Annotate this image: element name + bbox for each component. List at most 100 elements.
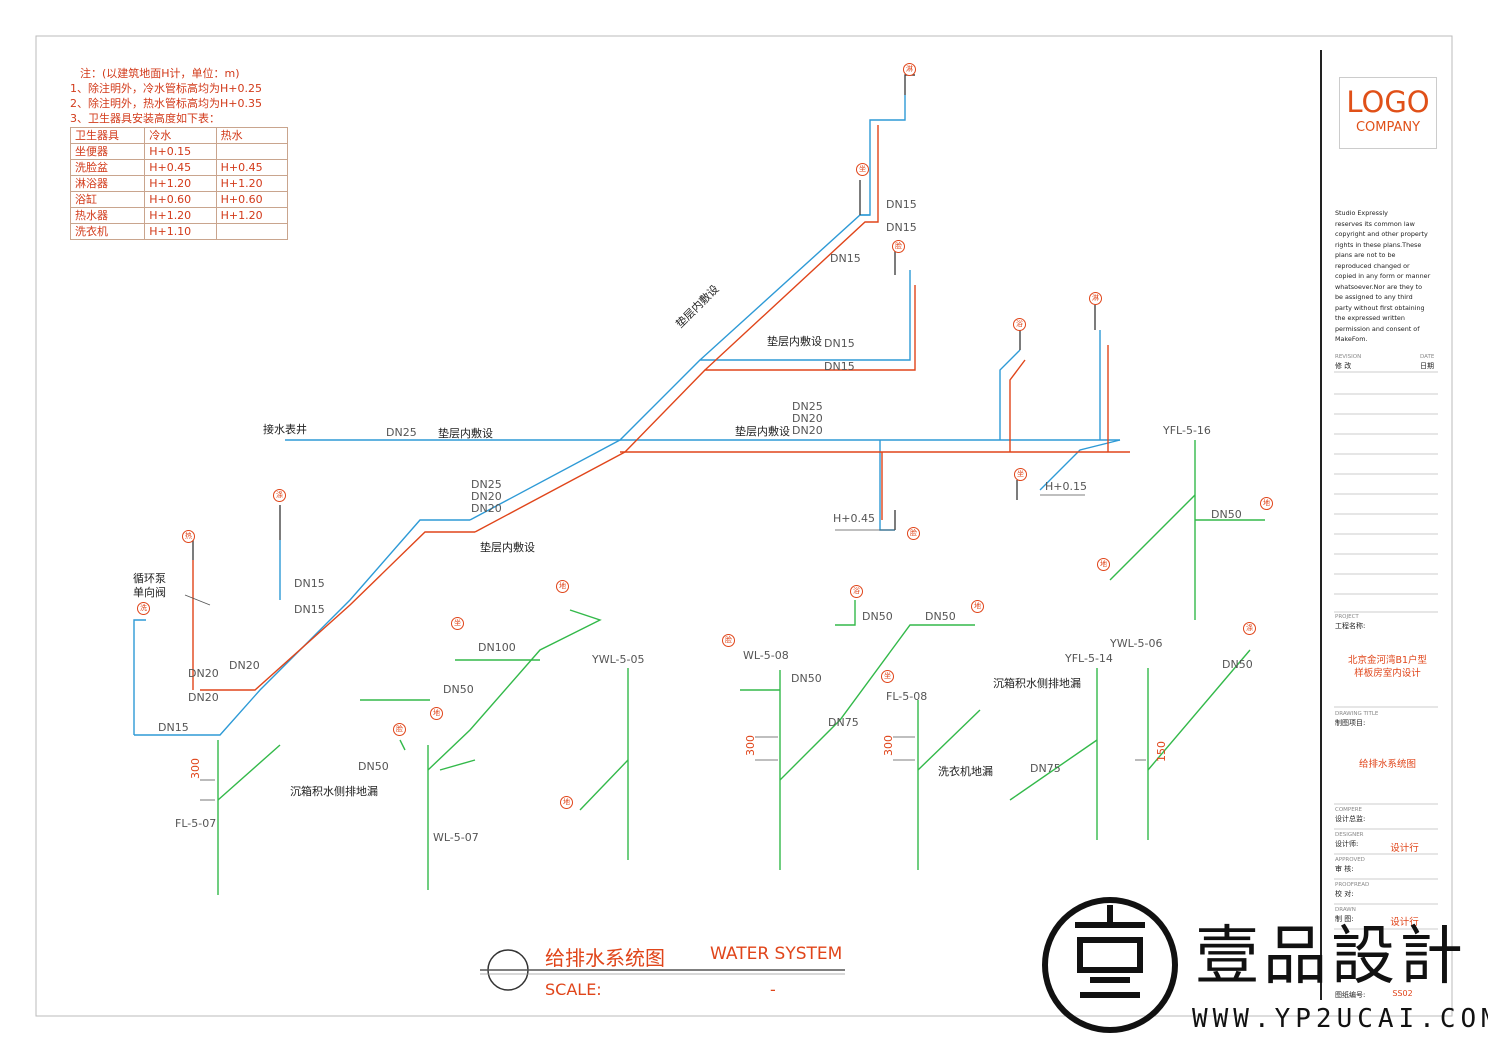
table-cell: H+1.20 xyxy=(144,175,217,192)
drawn-cn: 制 图: xyxy=(1335,915,1354,923)
revision-en: REVISION xyxy=(1335,354,1362,360)
height-label-300: 300 xyxy=(744,735,757,756)
title-block-rules xyxy=(1334,371,1438,930)
compere-cn: 设计总监: xyxy=(1335,815,1366,823)
table-cell: H+0.45 xyxy=(144,159,217,176)
revision-field: REVISION 修 改 xyxy=(1335,354,1361,371)
diameter-label: DN25 xyxy=(471,478,502,491)
floor-drain-icon: 地 xyxy=(1260,497,1273,510)
drawing-title-en: DRAWING TITLE xyxy=(1335,711,1379,717)
drawn-en: DRAWN xyxy=(1335,907,1356,913)
elevation-label-015: H+0.15 xyxy=(1045,480,1087,493)
table-cell: H+1.20 xyxy=(215,207,289,224)
diameter-label: DN20 xyxy=(188,667,219,680)
diameter-label: DN20 xyxy=(792,412,823,425)
watermark-seal-icon xyxy=(1042,897,1178,1033)
table-cell: H+1.20 xyxy=(144,207,217,224)
riser-label-ywl505: YWL-5-05 xyxy=(592,653,645,666)
floor-drain-icon: 地 xyxy=(1097,558,1110,571)
drainage-pipes xyxy=(217,440,1265,895)
note-line-1: 1、除注明外，冷水管标高均为H+0.25 xyxy=(70,82,262,95)
company-logo: LOGO COMPANY xyxy=(1339,77,1437,149)
check-valve-label: 单向阀 xyxy=(133,586,166,599)
diameter-label: DN100 xyxy=(478,641,516,654)
compere-en: COMPERE xyxy=(1335,807,1363,813)
diameter-label: DN75 xyxy=(1030,762,1061,775)
mop-fixture-icon: 涤 xyxy=(1243,622,1256,635)
table-cell xyxy=(215,143,289,160)
bath-fixture-icon: 浴 xyxy=(850,585,863,598)
approved-en: APPROVED xyxy=(1335,857,1365,863)
diameter-label: DN15 xyxy=(886,221,917,234)
approved-field: APPROVED 审 核: xyxy=(1335,857,1365,874)
height-label-150: 150 xyxy=(1155,741,1168,762)
table-header: 卫生器具 xyxy=(69,127,146,144)
riser-label-fl508: FL-5-08 xyxy=(886,690,928,703)
riser-label-yfl514: YFL-5-14 xyxy=(1065,652,1113,665)
table-cell: 热水器 xyxy=(69,207,146,224)
table-cell: H+0.15 xyxy=(144,143,217,160)
diameter-label: DN15 xyxy=(824,337,855,350)
table-header: 冷水 xyxy=(144,127,217,144)
note-line-3: 3、卫生器具安装高度如下表： xyxy=(70,112,220,125)
proofread-en: PROOFREAD xyxy=(1335,882,1370,888)
project-en: PROJECT xyxy=(1335,614,1359,620)
table-cell: H+0.45 xyxy=(215,159,289,176)
project-name-line2: 样板房室内设计 xyxy=(1354,668,1421,679)
drawing-number-field: 图纸编号: xyxy=(1335,990,1365,1000)
table-cell: H+0.60 xyxy=(144,191,217,208)
diameter-label: DN15 xyxy=(158,721,189,734)
table-cell: H+0.60 xyxy=(215,191,289,208)
drawing-title-cn: 给排水系统图 xyxy=(545,946,665,970)
height-label-300: 300 xyxy=(882,735,895,756)
shower-fixture-icon: 淋 xyxy=(903,63,916,76)
basin-fixture-icon: 脸 xyxy=(393,723,406,736)
designer-field: DESIGNER 设计师: xyxy=(1335,832,1364,849)
diameter-label: DN25 xyxy=(792,400,823,413)
diameter-label: DN50 xyxy=(791,672,822,685)
riser-label-yfl516: YFL-5-16 xyxy=(1163,424,1211,437)
diameter-label: DN15 xyxy=(294,577,325,590)
diameter-label: DN20 xyxy=(229,659,260,672)
toilet-fixture-icon: 坐 xyxy=(881,670,894,683)
riser-label-ywl506: YWL-5-06 xyxy=(1110,637,1163,650)
diameter-label: DN50 xyxy=(1211,508,1242,521)
project-field: PROJECT 工程名称: xyxy=(1335,614,1365,631)
compere-field: COMPERE 设计总监: xyxy=(1335,807,1365,824)
sheet-border xyxy=(35,35,1453,1017)
drawn-field: DRAWN 制 图: xyxy=(1335,907,1356,924)
basin-fixture-icon: 脸 xyxy=(907,527,920,540)
toilet-fixture-icon: 坐 xyxy=(451,617,464,630)
shower-fixture-icon: 淋 xyxy=(1089,292,1102,305)
washer-fixture-icon: 洗 xyxy=(137,602,150,615)
diameter-label: DN20 xyxy=(792,424,823,437)
proofread-field: PROOFREAD 校 对: xyxy=(1335,882,1369,899)
sink-drain-label-2: 沉箱积水侧排地漏 xyxy=(993,677,1081,690)
diameter-label: DN15 xyxy=(824,360,855,373)
table-cell xyxy=(215,223,289,240)
cushion-label-2: 垫层内敷设 xyxy=(735,425,790,438)
fixture-risers xyxy=(192,74,1096,560)
floor-drain-icon: 地 xyxy=(560,796,573,809)
table-cell: 淋浴器 xyxy=(69,175,146,192)
bath-fixture-icon: 浴 xyxy=(1013,318,1026,331)
heater-fixture-icon: 热 xyxy=(182,530,195,543)
diameter-label: DN50 xyxy=(1222,658,1253,671)
table-cell: H+1.20 xyxy=(215,175,289,192)
notes-panel: 注：(以建筑地面H计，单位：m) 1、除注明外，冷水管标高均为H+0.25 2、… xyxy=(69,66,289,240)
toilet-fixture-icon: 坐 xyxy=(1014,468,1027,481)
drawn-value: 设计行 xyxy=(1390,917,1419,928)
diameter-label: DN75 xyxy=(828,716,859,729)
watermark-text: 壹品設計 xyxy=(1195,920,1467,994)
logo-company: COMPANY xyxy=(1355,120,1421,135)
diameter-label: DN20 xyxy=(471,502,502,515)
diameter-label: DN25 xyxy=(386,426,417,439)
diameter-label: DN15 xyxy=(830,252,861,265)
pump-label: 循环泵 xyxy=(133,572,166,585)
